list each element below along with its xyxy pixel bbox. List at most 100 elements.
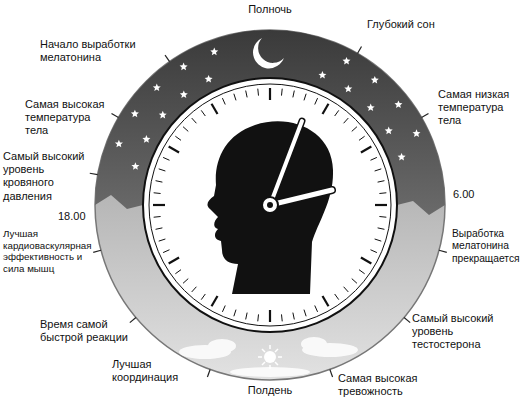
- tick: [335, 110, 339, 116]
- tick: [352, 127, 357, 132]
- tick: [156, 228, 163, 229]
- time-label: Самая низкая температура тела: [438, 88, 518, 128]
- tick: [370, 250, 376, 253]
- tick: [293, 313, 294, 320]
- time-label: Самая высокая температура тела: [25, 98, 115, 138]
- label-tick: [422, 114, 429, 118]
- tick: [315, 305, 318, 311]
- star: [367, 104, 375, 112]
- label-tick: [330, 369, 333, 377]
- tick: [201, 110, 205, 116]
- tick: [359, 136, 365, 140]
- tick: [212, 104, 218, 114]
- tick: [323, 104, 329, 114]
- star: [319, 71, 327, 79]
- tick: [257, 89, 259, 96]
- time-label: Лучшая кардиоваскулярная эффективность и…: [3, 228, 93, 275]
- time-label: Самый высокий уровень тестостерона: [412, 312, 518, 352]
- tick: [370, 157, 376, 160]
- tick: [361, 258, 371, 264]
- tick: [378, 181, 385, 182]
- star: [371, 76, 379, 84]
- label-tick: [207, 369, 210, 377]
- tick: [293, 91, 294, 98]
- time-label: Полночь: [230, 3, 310, 16]
- star: [115, 140, 123, 148]
- tick: [234, 94, 236, 101]
- tick: [159, 169, 166, 171]
- clock-face: [143, 78, 397, 332]
- label-tick: [93, 250, 101, 252]
- tick: [156, 181, 163, 182]
- tick: [212, 296, 218, 306]
- tick: [163, 157, 169, 160]
- label-tick: [112, 114, 119, 118]
- star: [343, 57, 351, 65]
- tick: [153, 204, 165, 206]
- tick: [154, 216, 161, 218]
- tick: [222, 98, 225, 104]
- tick: [222, 305, 225, 311]
- clouds: [179, 337, 358, 377]
- star: [180, 63, 188, 71]
- sun-symbol: [258, 345, 282, 369]
- star: [398, 153, 406, 161]
- star: [159, 111, 167, 119]
- tick: [344, 287, 349, 292]
- label-tick: [404, 317, 410, 322]
- time-label: Начало выработки мелатонина: [40, 38, 158, 64]
- tick: [335, 294, 339, 300]
- star: [180, 91, 188, 99]
- star: [395, 100, 403, 108]
- label-tick: [358, 47, 362, 54]
- tick: [154, 192, 161, 194]
- time-label: Самый высокий уровень кровяного давления: [3, 150, 93, 203]
- label-ticks: [90, 47, 447, 377]
- head-silhouette: [207, 121, 333, 294]
- tick: [163, 250, 169, 253]
- tick: [379, 216, 386, 218]
- time-label: Глубокий сон: [367, 18, 477, 31]
- tick: [281, 89, 283, 96]
- tick: [269, 310, 271, 322]
- clock-rim: [149, 84, 391, 326]
- tick: [375, 239, 382, 241]
- tick: [175, 136, 181, 140]
- tick: [315, 98, 318, 104]
- star: [205, 75, 213, 83]
- time-label: 18.00: [58, 210, 98, 223]
- tick: [375, 169, 382, 171]
- tick: [378, 228, 385, 229]
- tick: [359, 270, 365, 274]
- time-label: 6.00: [453, 188, 493, 201]
- tick: [361, 147, 371, 153]
- time-label: Самая высокая тревожность: [338, 372, 453, 398]
- star: [210, 48, 218, 56]
- tick: [201, 294, 205, 300]
- moon-symbol: [253, 38, 284, 68]
- star: [153, 84, 161, 92]
- time-label: Время самой быстрой реакции: [40, 318, 140, 344]
- tick: [269, 88, 271, 100]
- star: [344, 85, 352, 93]
- star: [131, 162, 139, 170]
- tick: [304, 94, 306, 101]
- tick: [379, 192, 386, 194]
- tick: [246, 91, 247, 98]
- tick: [169, 258, 179, 264]
- clock-ticks: [153, 88, 387, 322]
- tick: [192, 287, 197, 292]
- tick: [183, 279, 188, 284]
- star: [131, 110, 139, 118]
- time-label: Полдень: [230, 384, 310, 397]
- star: [385, 127, 393, 135]
- tick: [246, 313, 247, 320]
- tick: [159, 239, 166, 241]
- tick: [183, 127, 188, 132]
- tick: [169, 147, 179, 153]
- tick: [192, 118, 197, 123]
- tick: [234, 310, 236, 317]
- label-tick: [165, 55, 170, 62]
- tick: [352, 279, 357, 284]
- tick: [175, 270, 181, 274]
